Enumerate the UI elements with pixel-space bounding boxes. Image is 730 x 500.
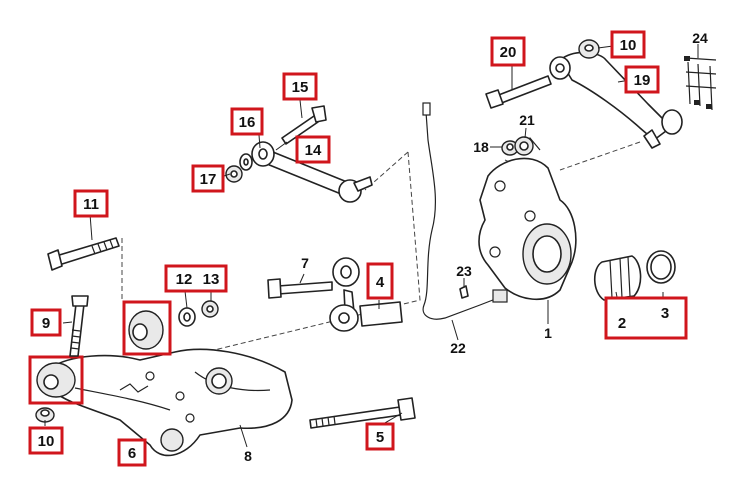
label-19: 19: [624, 65, 660, 94]
bolt-11: [47, 237, 120, 271]
label-4: 4: [366, 262, 394, 300]
label-10-upper-text: 10: [620, 37, 637, 54]
washer-12: [178, 307, 196, 327]
label-8-text: 8: [244, 448, 252, 464]
label-9-text: 9: [42, 315, 50, 332]
label-20-text: 20: [500, 44, 517, 61]
label-12-13: 12 13: [164, 264, 228, 293]
label-19-text: 19: [634, 72, 651, 89]
label-17: 17: [191, 164, 225, 193]
wheel-carrier: [478, 137, 577, 301]
label-2-text: 2: [618, 315, 626, 332]
nut-13: [201, 300, 219, 318]
label-12-text: 12: [176, 271, 193, 288]
label-11: 11: [73, 189, 109, 218]
nut-10-upper: [578, 39, 600, 59]
bushing-21: [514, 136, 534, 156]
bolt-5: [309, 397, 416, 429]
washer-16: [239, 153, 253, 171]
label-1-text: 1: [544, 325, 552, 341]
label-24-text: 24: [692, 30, 708, 46]
upper-arm-19: [549, 51, 683, 149]
label-21-text: 21: [519, 112, 535, 128]
label-16-text: 16: [239, 114, 256, 131]
bolt-7: [267, 278, 333, 299]
reference-lines: [121, 141, 641, 421]
rear-subframe: [49, 348, 293, 457]
bolt-20: [485, 75, 552, 109]
subframe-bushing-front: [122, 300, 172, 356]
label-9: 9: [30, 308, 62, 337]
label-14: 14: [295, 135, 331, 164]
label-16: 16: [230, 107, 264, 136]
nut-17: [225, 165, 243, 183]
label-15-text: 15: [292, 79, 309, 96]
label-2-3: 2 3: [604, 296, 688, 340]
label-5: 5: [365, 422, 395, 451]
seal-ring-3: [646, 250, 676, 284]
nut-10-lower: [35, 407, 55, 423]
speed-sensor-cable: [422, 102, 508, 320]
label-4-text: 4: [376, 274, 385, 291]
label-6-text: 6: [128, 445, 136, 462]
label-17-text: 17: [200, 171, 217, 188]
link-4: [329, 257, 403, 332]
bolt-9: [69, 295, 89, 357]
label-23-text: 23: [456, 263, 472, 279]
wheel-bearing-2: [593, 255, 642, 301]
label-3-text: 3: [661, 305, 669, 322]
label-11-text: 11: [83, 196, 99, 213]
label-6: 6: [117, 438, 147, 467]
label-10-lower-text: 10: [38, 433, 55, 450]
upper-link-14: [251, 141, 373, 203]
label-22-text: 22: [450, 340, 466, 356]
label-13-text: 13: [203, 271, 220, 288]
label-7-text: 7: [301, 255, 309, 271]
label-15: 15: [282, 72, 318, 101]
label-20: 20: [490, 36, 526, 67]
label-10-lower: 10: [28, 426, 64, 455]
label-14-text: 14: [305, 142, 322, 159]
subframe-bushing-rear: [28, 355, 84, 405]
label-5-text: 5: [376, 429, 384, 446]
nut-18: [501, 140, 519, 156]
label-18-text: 18: [473, 139, 489, 155]
bolt-kit-24: [684, 56, 717, 111]
bolt-15: [281, 105, 327, 145]
label-10-upper: 10: [610, 30, 646, 59]
